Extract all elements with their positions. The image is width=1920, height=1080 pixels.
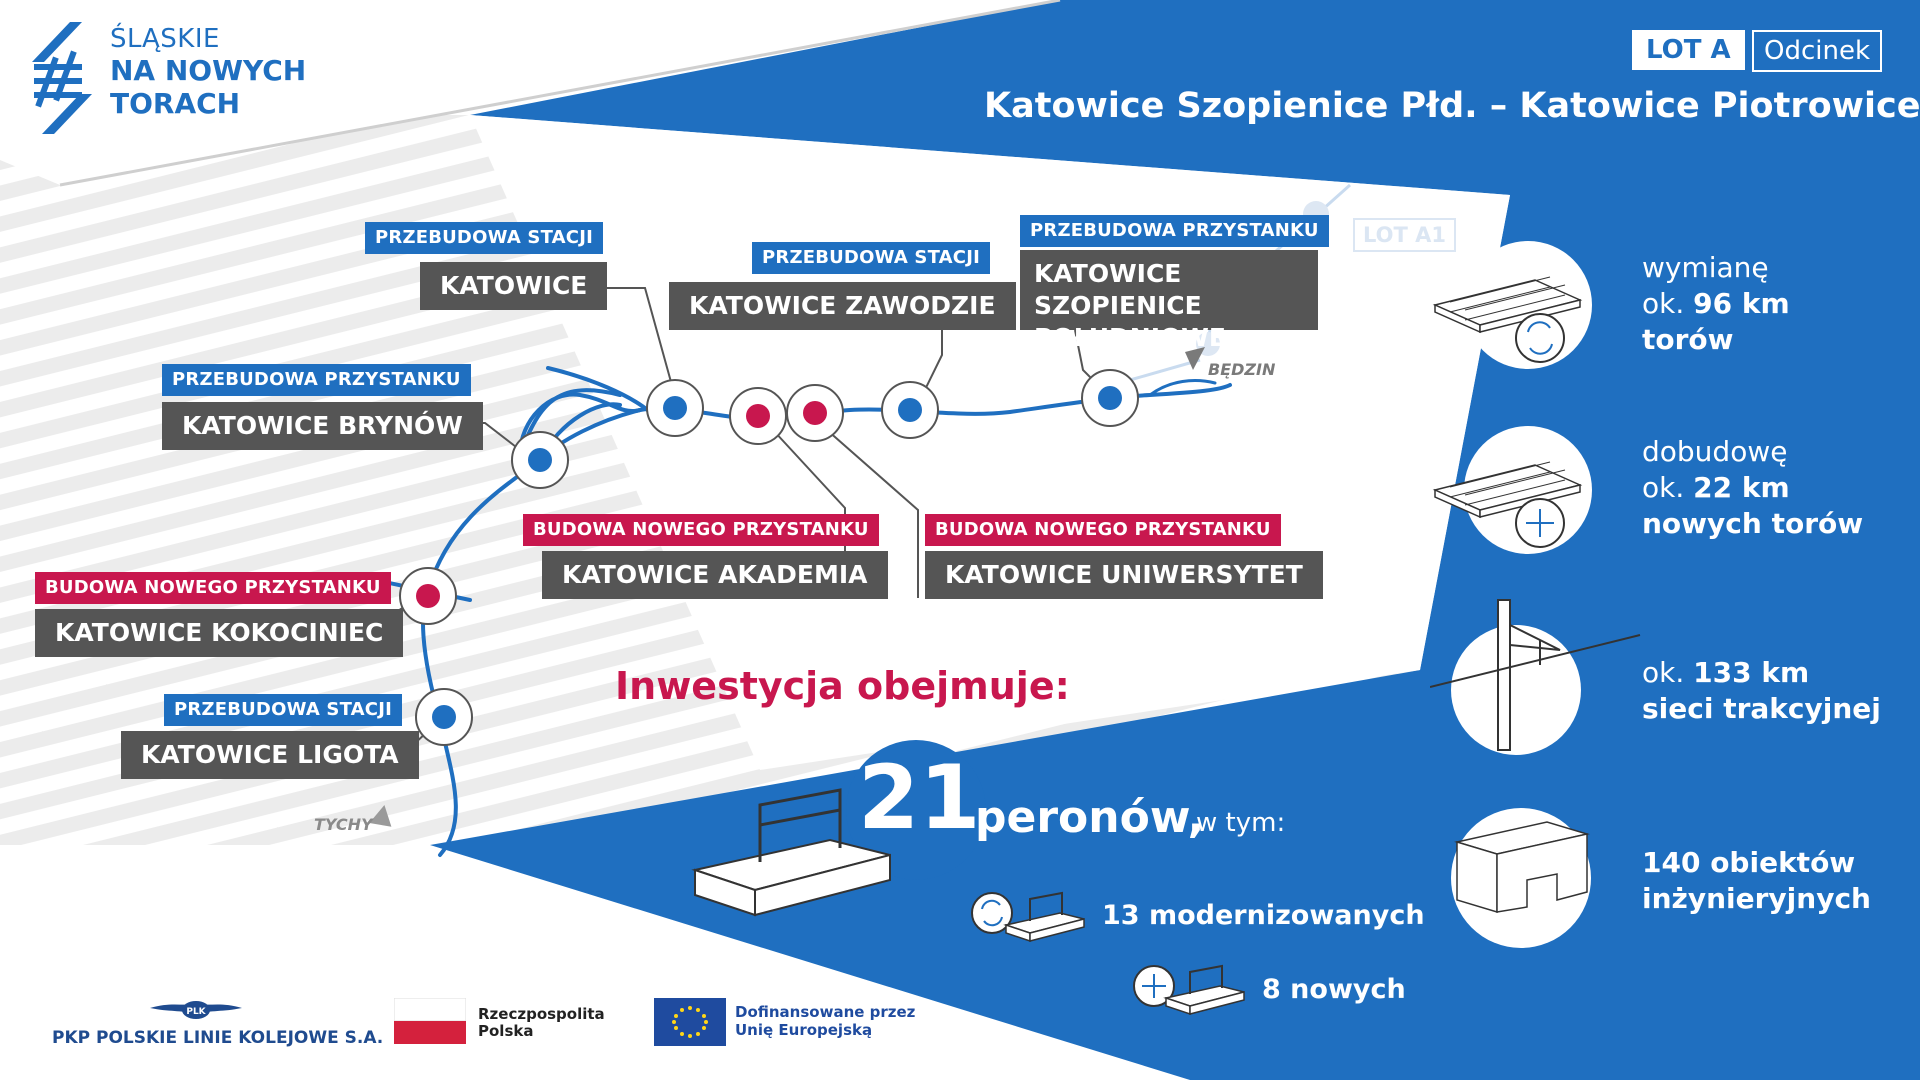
station-marker-brynow [511, 431, 569, 489]
pkp-name: PKP POLSKIE LINIE KOLEJOWE S.A. [52, 1028, 384, 1048]
station-marker-akademia [729, 387, 787, 445]
eu-flag-icon [654, 998, 726, 1046]
station-markers [399, 369, 1139, 746]
station-marker-uniwersytet [786, 384, 844, 442]
top-white-triangle [0, 0, 1060, 185]
track-add-icon [1432, 461, 1583, 548]
stat-track-replace-line1: wymianę [1642, 251, 1769, 284]
stat-catenary-unit: sieci trakcyjnej [1642, 692, 1881, 725]
stat-structures-value: 140 obiektów [1642, 846, 1856, 879]
platform-icon [691, 788, 891, 917]
stat-structures: 140 obiektów inżynieryjnych [1642, 845, 1871, 917]
station-marker-zawodzie [881, 381, 939, 439]
stat-catenary-line1: ok. 133 km [1642, 655, 1881, 691]
tychy-arrow-icon [369, 805, 392, 827]
number-circle [846, 740, 986, 880]
stat-track-replace-prefix: ok. [1642, 287, 1694, 320]
modernized-platform-icon [971, 891, 1085, 943]
rp-line-1: Rzeczpospolita [478, 1005, 605, 1023]
stat-track-add-line1: dobudowę [1642, 435, 1788, 468]
station-marker-kokociniec [399, 567, 457, 625]
stat-structures-unit: inżynieryjnych [1642, 882, 1871, 915]
platforms-word: peronów, [975, 792, 1205, 843]
stat-track-replace-line3: torów [1642, 322, 1790, 358]
new-platform-icon [1133, 964, 1245, 1016]
station-tag-kokociniec: BUDOWA NOWEGO PRZYSTANKU [35, 572, 391, 604]
eu-line-1: Dofinansowane przez [735, 1003, 916, 1021]
station-name-uniwersytet: KATOWICE UNIWERSYTET [925, 551, 1323, 599]
bridge-icon [1454, 821, 1590, 914]
stat-catenary-value: 133 km [1693, 656, 1810, 689]
stat-track-add: dobudowę ok. 22 km nowych torów [1642, 434, 1863, 542]
stat-track-add-line3: nowych torów [1642, 506, 1863, 542]
stat-structures-line2: inżynieryjnych [1642, 881, 1871, 917]
catenary-icon [1430, 599, 1641, 751]
station-tag-akademia: BUDOWA NOWEGO PRZYSTANKU [523, 514, 879, 546]
stat-track-add-value: 22 km [1693, 471, 1790, 504]
station-name-szopienice: KATOWICE SZOPIENICE POŁUDNIOWE [1020, 250, 1318, 352]
brand-wordmark: ŚLĄSKIE NA NOWYCH TORACH [110, 24, 306, 120]
station-name-ligota: KATOWICE LIGOTA [121, 731, 419, 779]
station-tag-katowice: PRZEBUDOWA STACJI [365, 222, 604, 254]
station-name-akademia: KATOWICE AKADEMIA [542, 551, 888, 599]
bedzin-label: BĘDZIN [1208, 360, 1276, 379]
bedzin-arrow-icon [1185, 347, 1205, 370]
brand-line-2: NA NOWYCH [110, 54, 307, 87]
stat-track-add-prefix: ok. [1642, 471, 1694, 504]
eu-line-2: Unię Europejską [735, 1021, 873, 1039]
brand-line-1: ŚLĄSKIE [110, 24, 220, 54]
stat-structures-line1: 140 obiektów [1642, 845, 1871, 881]
station-tag-szopienice: PRZEBUDOWA PRZYSTANKU [1020, 215, 1329, 247]
poland-flag-icon [394, 998, 466, 1044]
station-name-brynow: KATOWICE BRYNÓW [162, 402, 483, 450]
track-replace-icon [1432, 276, 1583, 363]
platforms-suffix: w tym: [1196, 808, 1286, 838]
station-marker-szopienice [1081, 369, 1139, 427]
route-title: Katowice Szopienice Płd. – Katowice Piot… [984, 86, 1920, 126]
brand-logo-icon [32, 22, 92, 134]
platforms-number: 21 [858, 746, 981, 849]
stat-track-replace-line2: ok. 96 km [1642, 286, 1790, 322]
station-marker-katowice [646, 379, 704, 437]
stat-track-replace-unit: torów [1642, 323, 1734, 356]
lot-a1-label: LOT A1 [1353, 218, 1456, 252]
pkp-logo-icon: PLK [150, 1001, 242, 1019]
station-tag-uniwersytet: BUDOWA NOWEGO PRZYSTANKU [925, 514, 1281, 546]
stat-track-add-unit: nowych torów [1642, 507, 1864, 540]
station-name-kokociniec: KATOWICE KOKOCINIEC [35, 609, 404, 657]
station-name-katowice: KATOWICE [420, 262, 608, 310]
tychy-label: TYCHY [314, 815, 373, 834]
modernized-count: 13 modernizowanych [1102, 900, 1425, 931]
station-tag-ligota: PRZEBUDOWA STACJI [164, 694, 403, 726]
stat-track-add-line2: ok. 22 km [1642, 470, 1863, 506]
pkp-logo-text: PLK [186, 1007, 206, 1017]
stat-catenary: ok. 133 km sieci trakcyjnej [1642, 655, 1881, 727]
eu-label: Dofinansowane przez Unię Europejską [735, 1003, 915, 1039]
new-count: 8 nowych [1262, 974, 1406, 1005]
stat-track-replace-value: 96 km [1693, 287, 1790, 320]
section-badge: Odcinek [1752, 30, 1883, 72]
stat-catenary-line2: sieci trakcyjnej [1642, 691, 1881, 727]
lot-badge: LOT A [1632, 30, 1745, 70]
station-name-zawodzie: KATOWICE ZAWODZIE [669, 282, 1016, 330]
stat-track-replace: wymianę ok. 96 km torów [1642, 250, 1790, 358]
rp-label: Rzeczpospolita Polska [478, 1006, 605, 1040]
brand-line-3: TORACH [110, 87, 241, 120]
stat-catenary-prefix: ok. [1642, 656, 1694, 689]
investment-heading: Inwestycja obejmuje: [615, 664, 1070, 708]
station-tag-zawodzie: PRZEBUDOWA STACJI [752, 242, 991, 274]
rp-line-2: Polska [478, 1022, 534, 1040]
station-tag-brynow: PRZEBUDOWA PRZYSTANKU [162, 364, 471, 396]
station-marker-ligota [415, 688, 473, 746]
